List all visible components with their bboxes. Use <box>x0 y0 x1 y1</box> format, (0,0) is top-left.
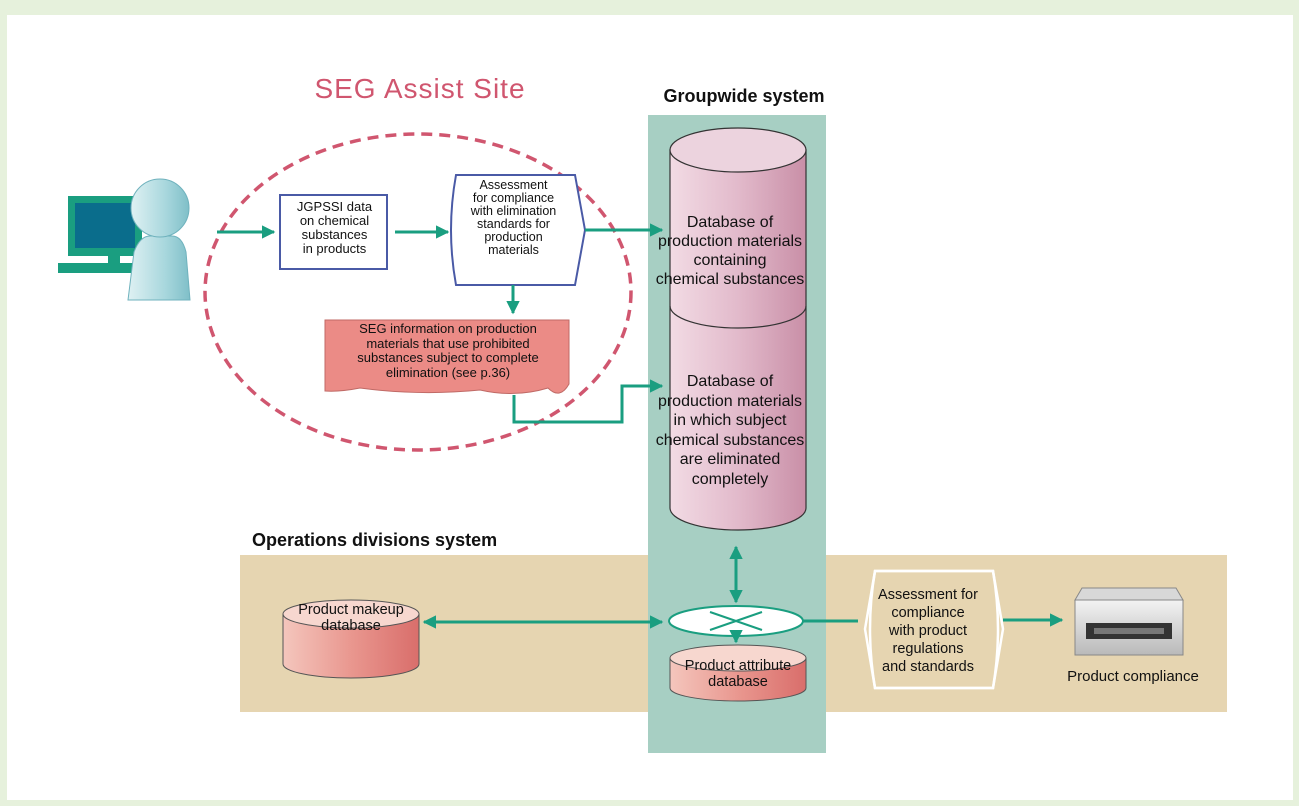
diagram-canvas: SEG Assist Site Groupwide system Operati… <box>7 15 1293 800</box>
assessment-elimination-hexagon <box>450 174 587 286</box>
computer-terminal-icon <box>58 196 158 273</box>
seg-assist-site-title: SEG Assist Site <box>314 73 526 104</box>
product-attribute-database-cylinder <box>669 644 807 702</box>
router-node-icon <box>668 605 804 637</box>
arrow-seg-info-to-eliminated-db <box>512 379 664 424</box>
assessment-product-label: Assessment for compliance with product r… <box>878 587 978 675</box>
groupwide-database-cylinder <box>669 127 807 531</box>
jgpssi-data-label: JGPSSI data on chemical substances in pr… <box>296 199 373 256</box>
product-compliance-device-icon <box>1074 587 1184 656</box>
diagram-svg <box>58 115 1227 753</box>
db-chemical-label: Database of production materials contain… <box>655 214 805 288</box>
db-eliminated-label: Database of production materials in whic… <box>655 373 805 488</box>
product-makeup-db-label: Product makeup database <box>298 602 404 634</box>
seg-info-note-box <box>324 319 570 395</box>
product-makeup-database-cylinder <box>282 599 420 679</box>
product-compliance-label: Product compliance <box>1067 668 1199 685</box>
user-person-icon <box>127 178 191 301</box>
groupwide-system-title: Groupwide system <box>663 86 825 106</box>
product-attribute-db-label: Product attribute database <box>684 658 792 690</box>
jgpssi-data-box <box>279 194 388 270</box>
seg-assist-dashed-circle <box>203 132 633 452</box>
assessment-elimination-label: Assessment for compliance with eliminati… <box>470 178 557 257</box>
seg-info-note-label: SEG information on production materials … <box>357 321 539 380</box>
operations-divisions-title: Operations divisions system <box>252 530 498 550</box>
